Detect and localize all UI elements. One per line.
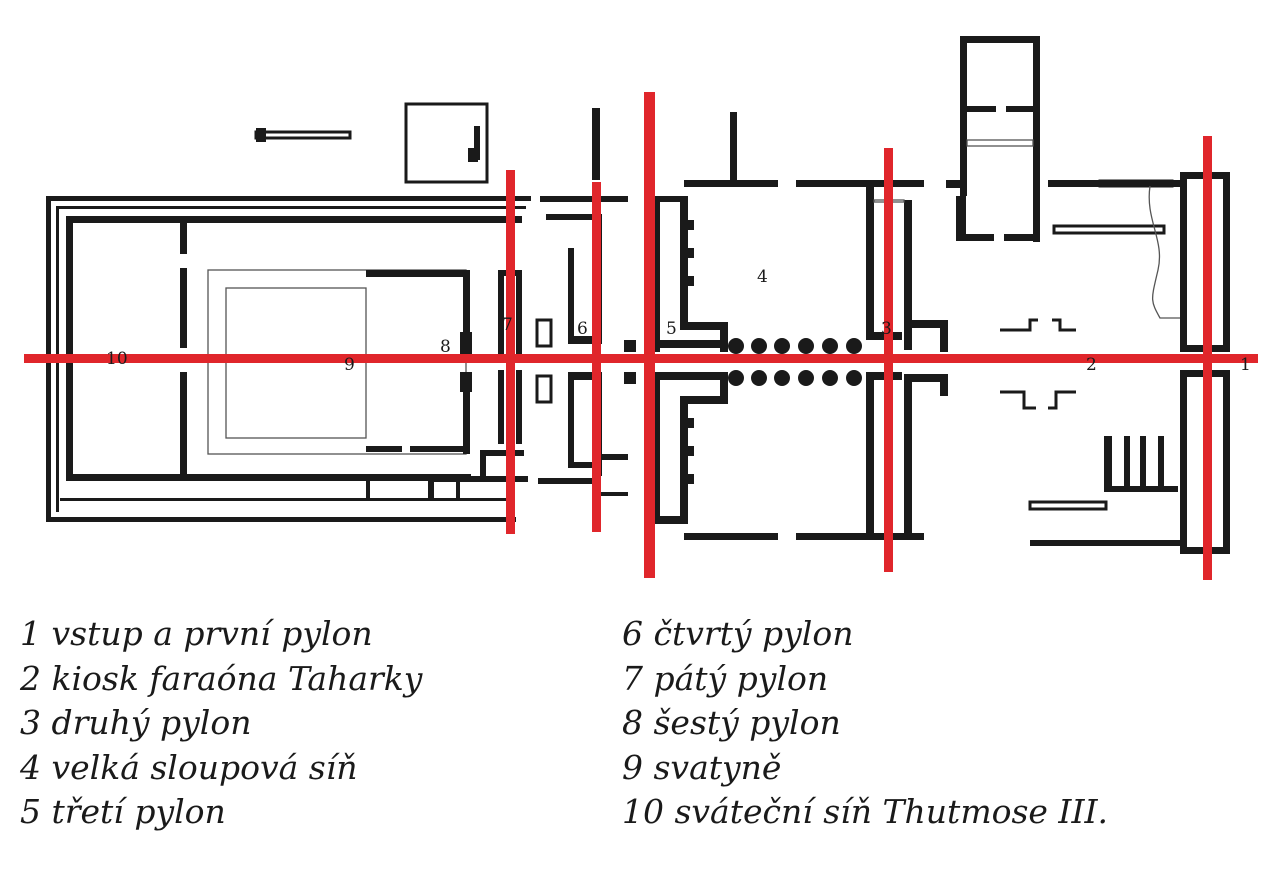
plan-label-8: 8 bbox=[440, 337, 451, 357]
legend-item-7: 7 pátý pylon bbox=[622, 658, 829, 698]
legend-item-6: 6 čtvrtý pylon bbox=[622, 614, 854, 653]
plan-label-7: 7 bbox=[502, 315, 513, 335]
legend-item-4: 4 velká sloupová síň bbox=[20, 747, 358, 787]
hypostyle-hall-walls bbox=[652, 112, 948, 540]
legend-item-8: 8 šestý pylon bbox=[622, 703, 841, 742]
legend-item-1: 1 vstup a první pylon bbox=[20, 614, 373, 653]
plan-label-6: 6 bbox=[577, 319, 588, 339]
plan-label-1: 1 bbox=[1240, 355, 1251, 375]
axis-lines bbox=[24, 92, 1258, 580]
temple-floor-plan: 1 2 3 4 5 6 7 8 9 10 bbox=[24, 36, 1258, 580]
detached-structures bbox=[254, 102, 489, 184]
plan-number-labels: 1 2 3 4 5 6 7 8 9 10 bbox=[106, 267, 1251, 375]
column-rows bbox=[728, 338, 862, 386]
plan-label-3: 3 bbox=[881, 319, 892, 339]
plan-label-10: 10 bbox=[106, 349, 128, 369]
legend-item-3: 3 druhý pylon bbox=[20, 703, 252, 742]
plan-label-9: 9 bbox=[344, 355, 355, 375]
legend-right-column: 6 čtvrtý pylon 7 pátý pylon 8 šestý pylo… bbox=[622, 612, 1108, 835]
festival-hall-walls bbox=[46, 196, 531, 522]
plan-label-5: 5 bbox=[666, 319, 677, 339]
plan-label-2: 2 bbox=[1086, 355, 1097, 375]
pylon-area-walls bbox=[535, 108, 636, 496]
legend-item-10: 10 sváteční síň Thutmose III. bbox=[622, 792, 1109, 831]
court-walls bbox=[946, 36, 1230, 554]
legend-left-column: 1 vstup a první pylon 2 kiosk faraóna Ta… bbox=[20, 612, 422, 835]
plan-label-4: 4 bbox=[757, 267, 768, 287]
legend-item-5: 5 třetí pylon bbox=[20, 792, 226, 831]
legend-item-2: 2 kiosk faraóna Taharky bbox=[20, 658, 423, 698]
legend-item-9: 9 svatyně bbox=[622, 747, 782, 787]
